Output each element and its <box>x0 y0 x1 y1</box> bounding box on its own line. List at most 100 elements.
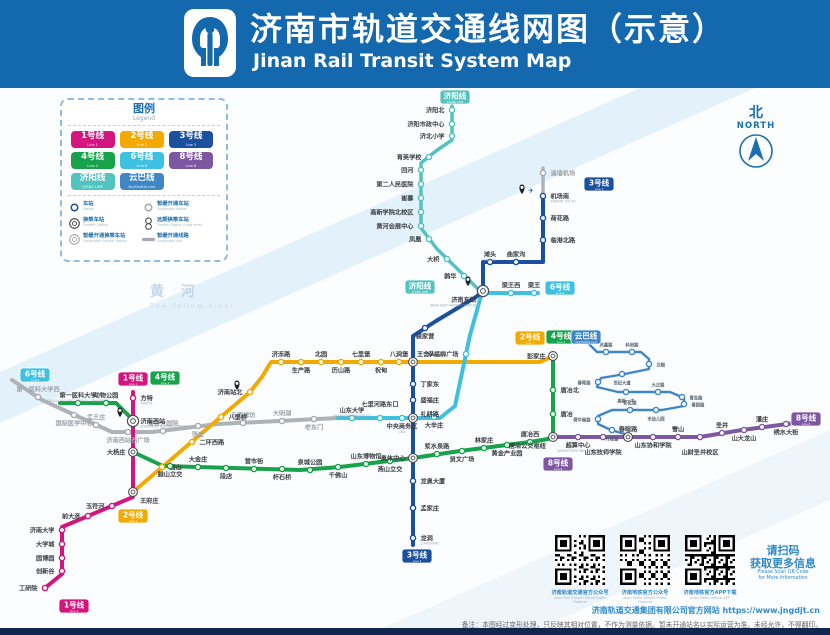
station-七里河路东口: 七里河路东口 <box>361 401 399 422</box>
transfer-future-icon <box>145 216 152 230</box>
station-label-市幼儿园: 市幼儿园 <box>647 416 665 423</box>
station-label-八涧堡: 八涧堡 <box>389 351 409 359</box>
station-大学城: 大学城 <box>36 540 66 548</box>
line-stations-3号线: 龙洞LONGDONG孟家庄龙奥大厦奥体中心礼耕路盛福庄丁家东裴家营济南东站JIN… <box>381 192 577 545</box>
station-label-绣水大街: 绣水大街 <box>774 429 800 437</box>
station-label-奥体中心: 奥体中心 <box>381 454 407 462</box>
station-凤凰: 凤凰 <box>409 235 433 243</box>
station-label-丁家东: 丁家东 <box>421 380 440 388</box>
station-label-济南站北: 济南站北 <box>218 388 244 396</box>
station-label-玉符河: 玉符河 <box>86 502 105 510</box>
station-二环西路: 二环西路 <box>188 438 226 446</box>
station-label-龙奥大厦: 龙奥大厦 <box>420 477 447 485</box>
station-label-二环西路: 二环西路 <box>200 438 226 446</box>
qr-code-app-download: 济南地铁官方APP下载 Jinan Metro Official APP <box>681 535 739 600</box>
station-label-贤文广场: 贤文广场 <box>450 456 475 464</box>
station-label-滩头: 滩头 <box>484 251 496 259</box>
station-label-彩虹湖: 彩虹湖 <box>623 400 638 407</box>
station-label-唐冶公交枢纽: 唐冶公交枢纽 <box>508 442 547 450</box>
svg-text:1号线: 1号线 <box>123 373 144 383</box>
station-label-动物公园: 动物公园 <box>94 392 119 400</box>
station-label-超算中心: 超算中心 <box>565 442 592 450</box>
station-label-生产路: 生产路 <box>292 367 311 375</box>
station-label-en-济南西站: JINAN WEST RAILWAY STATION <box>140 425 188 429</box>
station-label-王府庄: 王府庄 <box>140 497 159 505</box>
station-崔寨: 崔寨 <box>401 194 425 202</box>
svg-text:6号线: 6号线 <box>25 369 46 379</box>
station-label-春暄路: 春暄路 <box>618 426 638 434</box>
station-育英学校: 育英学校 <box>397 153 433 161</box>
line-stations-云巴线: 凤凰路科创路汉峪世纪大道春晖路高新一中大正路青岛路春园路市幼儿园彩虹湖舜华南路丹… <box>573 342 705 443</box>
station-唐冶: 唐冶 <box>549 410 574 418</box>
svg-text:Line 1: Line 1 <box>70 609 79 613</box>
station-label-曲家沟: 曲家沟 <box>507 251 526 259</box>
station-label-黄金产业园: 黄金产业园 <box>492 450 523 458</box>
station-label-大杨庄: 大杨庄 <box>107 448 126 456</box>
north-label-en: NORTH <box>736 121 776 131</box>
station-label-山财圣井校区: 山财圣井校区 <box>681 449 719 457</box>
station-玉符河: 玉符河 <box>86 502 116 510</box>
station-label-临港北路: 临港北路 <box>551 236 577 244</box>
station-label-山东协和学院: 山东协和学院 <box>634 442 672 450</box>
station-label-五里牌坊: 五里牌坊 <box>231 412 257 420</box>
station-label-山东博物馆: 山东博物馆 <box>351 453 382 461</box>
legend-divider <box>68 125 220 126</box>
station-label-春园路: 春园路 <box>692 401 706 408</box>
official-website-text: 济南轨道交通集团有限公司官方网站 https://www.jngdjt.cn <box>591 606 820 615</box>
svg-text:济阳线: 济阳线 <box>409 281 432 291</box>
station-label-梁王: 梁王 <box>527 282 541 290</box>
decor-band <box>383 430 830 628</box>
station-label-燕山立交: 燕山立交 <box>378 466 404 474</box>
line-stations-2号线: 腊山二环西路八里桥济南站北济泺路生产路北园历山路七里堡祝甸八涧堡王舍人彭家庄 <box>158 351 558 471</box>
station-label-山东大学: 山东大学 <box>340 407 365 415</box>
qr-caption-1: 济南轨道交通官方公众号 <box>551 590 609 596</box>
station-label-舜华南路: 舜华南路 <box>573 416 591 423</box>
yellow-river-band <box>0 88 755 423</box>
station-贤文广场: 贤文广场 <box>450 447 475 464</box>
station-label-山大龙山: 山大龙山 <box>732 435 757 443</box>
line-stations-3号线暂缓段: 遥墙机场 <box>539 169 575 177</box>
station-济阳北: 济阳北 <box>426 106 456 114</box>
qr-image-2 <box>616 535 674 589</box>
railway-station-pin-icon <box>234 380 240 390</box>
station-label-育英学校: 育英学校 <box>397 153 423 161</box>
svg-text:Line 3: Line 3 <box>413 559 422 563</box>
station-腊山立交: 腊山立交 <box>158 462 183 479</box>
station-祝甸: 祝甸 <box>375 358 387 375</box>
svg-text:Line 6: Line 6 <box>31 378 40 382</box>
station-label-方特: 方特 <box>141 394 154 402</box>
station-label-彭家庄: 彭家庄 <box>527 352 546 360</box>
svg-text:4号线: 4号线 <box>551 331 572 341</box>
station-label-济泺路: 济泺路 <box>272 351 291 359</box>
line-stations-8号线: 唐冶公交枢纽超算中心SUPERCOMPUTING CENTER山东技师学院春暄路… <box>508 416 799 457</box>
station-label-山东技师学院: 山东技师学院 <box>584 449 622 457</box>
station-suspended-icon <box>144 202 153 212</box>
station-label-盛福庄: 盛福庄 <box>421 396 440 404</box>
station-label-世纪大道: 世纪大道 <box>613 380 631 387</box>
station-label-祝甸: 祝甸 <box>375 367 387 375</box>
station-label-千佛山: 千佛山 <box>329 472 348 480</box>
station-北园: 北园 <box>315 351 327 366</box>
station-大明湖: 大明湖 <box>273 410 291 425</box>
station-label-荷花路: 荷花路 <box>550 214 570 222</box>
station-label-杆石桥: 杆石桥 <box>273 474 292 482</box>
station-七里堡: 七里堡 <box>352 351 371 366</box>
station-龙奥大厦: 龙奥大厦 <box>409 477 447 485</box>
